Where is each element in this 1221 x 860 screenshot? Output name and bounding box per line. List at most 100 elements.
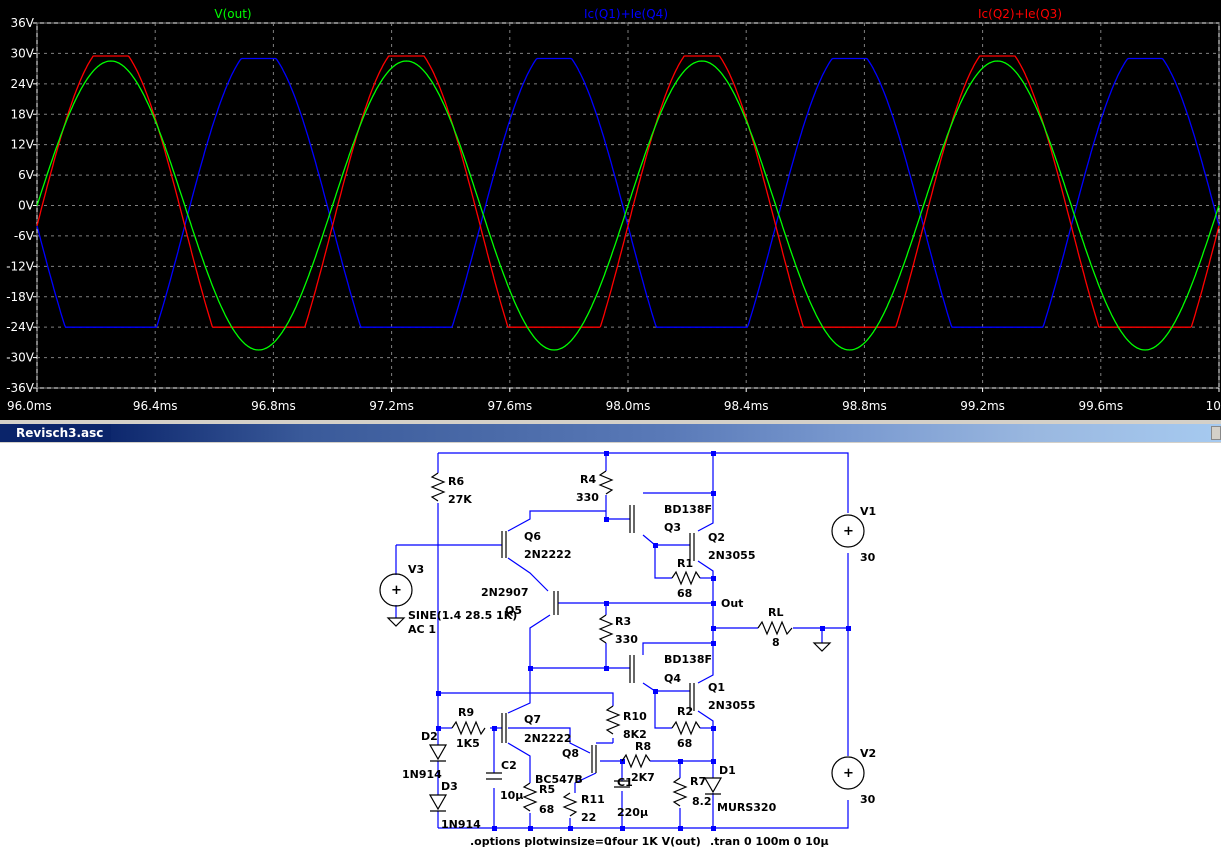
value-r9[interactable]: 1K5 — [456, 737, 480, 750]
voltage-source-v1 — [831, 514, 865, 548]
directive-four[interactable]: .four 1K V(out) — [608, 835, 701, 848]
x-tick-label: 96.8ms — [251, 399, 296, 413]
svg-text:+: + — [843, 766, 854, 781]
trace-line-ic-q2-ie-q3 — [36, 55, 1220, 328]
label-r1[interactable]: R1 — [677, 557, 693, 570]
x-tick-label: 99.2ms — [960, 399, 1005, 413]
value-r3[interactable]: 330 — [615, 633, 638, 646]
x-tick-label: 97.6ms — [487, 399, 532, 413]
value-r8[interactable]: 2K7 — [631, 771, 655, 784]
voltage-source-v3 — [379, 573, 413, 607]
y-tick-label: 0V — [18, 199, 35, 213]
transistor-q7 — [501, 713, 507, 743]
label-q1[interactable]: Q1 — [708, 681, 725, 694]
trace-title-ic-q2-ie-q3[interactable]: Ic(Q2)+Ie(Q3) — [978, 7, 1062, 21]
label-rl[interactable]: RL — [768, 606, 783, 619]
label-c1[interactable]: C1 — [617, 776, 633, 789]
label-r4[interactable]: R4 — [580, 473, 596, 486]
wire-r1-left — [654, 545, 672, 579]
label-q7[interactable]: Q7 — [524, 713, 541, 726]
model-q1[interactable]: 2N3055 — [708, 699, 755, 712]
value-v1[interactable]: 30 — [860, 551, 876, 564]
model-q7[interactable]: 2N2222 — [524, 732, 571, 745]
svg-text:+: + — [391, 583, 402, 598]
trace-title-vout[interactable]: V(out) — [214, 7, 251, 21]
label-r9[interactable]: R9 — [458, 706, 474, 719]
model-d1[interactable]: MURS320 — [717, 801, 777, 814]
label-r8[interactable]: R8 — [635, 740, 651, 753]
model-q3[interactable]: BD138F — [664, 503, 712, 516]
label-v3[interactable]: V3 — [408, 563, 424, 576]
label-c2[interactable]: C2 — [501, 759, 517, 772]
label-v2[interactable]: V2 — [860, 747, 876, 760]
label-q2[interactable]: Q2 — [708, 531, 725, 544]
waveform-plot[interactable]: 36V30V24V18V12V6V0V-6V-12V-18V-24V-30V-3… — [0, 0, 1221, 420]
x-tick-label: 98.0ms — [606, 399, 651, 413]
value-r2[interactable]: 68 — [677, 737, 692, 750]
transistor-q6 — [501, 531, 507, 558]
value-r6[interactable]: 27K — [448, 493, 472, 506]
wire-q4-emitter — [642, 628, 714, 655]
y-tick-label: -30V — [6, 351, 35, 365]
model-q8[interactable]: BC547B — [535, 773, 583, 786]
directive-options[interactable]: .options plotwinsize=0 — [470, 835, 612, 848]
model-q6[interactable]: 2N2222 — [524, 548, 571, 561]
model-d2[interactable]: 1N914 — [402, 768, 442, 781]
tab-schematic-file[interactable]: Revisch3.asc — [0, 424, 112, 442]
resistor-r9 — [451, 720, 486, 736]
y-tick-label: 36V — [11, 16, 35, 30]
value-c1[interactable]: 220µ — [617, 806, 648, 819]
label-d1[interactable]: D1 — [719, 764, 736, 777]
value-r10[interactable]: 8K2 — [623, 728, 647, 741]
resistor-r10 — [605, 705, 621, 735]
label-q4[interactable]: Q4 — [664, 672, 681, 685]
value-r11[interactable]: 22 — [581, 811, 596, 824]
label-d2[interactable]: D2 — [421, 730, 438, 743]
wire-q1-c — [697, 643, 714, 684]
resistor-r7 — [672, 777, 688, 807]
value-c2[interactable]: 10µ — [500, 789, 523, 802]
value-r7[interactable]: 8.2 — [692, 795, 712, 808]
label-r10[interactable]: R10 — [623, 710, 647, 723]
label-r6[interactable]: R6 — [448, 475, 464, 488]
x-tick-label: 98.4ms — [724, 399, 769, 413]
value-v2[interactable]: 30 — [860, 793, 876, 806]
label-r11[interactable]: R11 — [581, 793, 605, 806]
model-q2[interactable]: 2N3055 — [708, 549, 755, 562]
label-d3[interactable]: D3 — [441, 780, 458, 793]
wire-q1-emitter — [697, 710, 714, 761]
transistor-q5 — [553, 591, 559, 615]
label-q8[interactable]: Q8 — [562, 747, 579, 760]
x-tick-label: 96.4ms — [133, 399, 178, 413]
transistor-q4 — [629, 655, 635, 683]
capacitor-c2 — [486, 772, 502, 780]
model-q4[interactable]: BD138F — [664, 653, 712, 666]
wire-q3-collector — [642, 534, 690, 546]
ac-v3[interactable]: AC 1 — [408, 623, 436, 636]
label-q5[interactable]: Q5 — [505, 604, 522, 617]
plot-grid — [33, 22, 1220, 392]
value-rl[interactable]: 8 — [772, 636, 780, 649]
x-tick-label: 99.6ms — [1078, 399, 1123, 413]
label-r3[interactable]: R3 — [615, 615, 631, 628]
label-q3[interactable]: Q3 — [664, 521, 681, 534]
value-v3[interactable]: SINE(1.4 28.5 1K) — [408, 609, 517, 622]
label-q6[interactable]: Q6 — [524, 530, 541, 543]
directive-tran[interactable]: .tran 0 100m 0 10µ — [710, 835, 829, 848]
schematic-canvas[interactable]: + + + R6 27K R4 330 BD138F Q3 Q2 2N3055 … — [0, 443, 1221, 860]
trace-title-ic-q1-ie-q4[interactable]: Ic(Q1)+Ie(Q4) — [584, 7, 668, 21]
ground-v3 — [386, 617, 406, 627]
model-q5[interactable]: 2N2907 — [481, 586, 528, 599]
label-v1[interactable]: V1 — [860, 505, 876, 518]
label-r5[interactable]: R5 — [539, 783, 555, 796]
label-r7[interactable]: R7 — [690, 775, 706, 788]
value-r5[interactable]: 68 — [539, 803, 554, 816]
net-label-out[interactable]: Out — [721, 597, 743, 610]
tab-scroll-button[interactable] — [1211, 426, 1221, 440]
schematic-pane[interactable]: + + + R6 27K R4 330 BD138F Q3 Q2 2N3055 … — [0, 443, 1221, 860]
label-r2[interactable]: R2 — [677, 705, 693, 718]
value-r4[interactable]: 330 — [576, 491, 599, 504]
model-d3[interactable]: 1N914 — [441, 818, 481, 831]
value-r1[interactable]: 68 — [677, 587, 692, 600]
